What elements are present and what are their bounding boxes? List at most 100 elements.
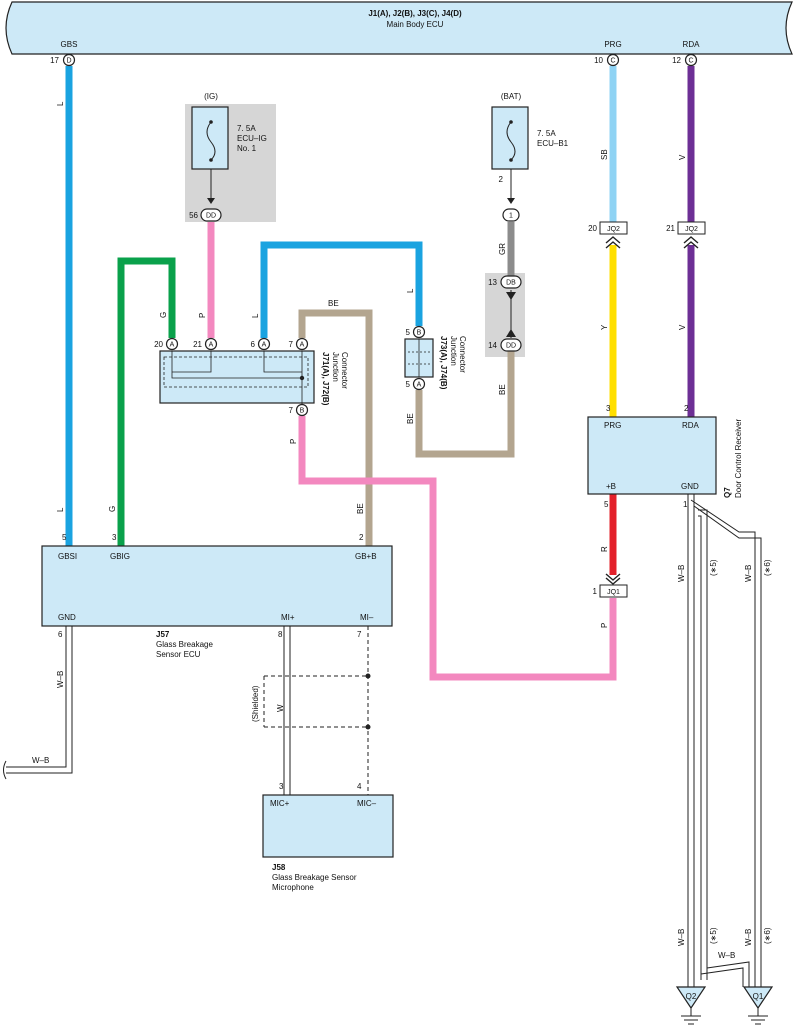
pin-gbs-conn: D bbox=[66, 58, 71, 65]
lbl-wb-5: W–B bbox=[677, 929, 686, 946]
lbl-wb-1: W–B bbox=[56, 671, 65, 688]
pin-j71-7-num: 7 bbox=[289, 340, 294, 349]
connector-jq2-prg: JQ2 20 bbox=[588, 221, 628, 249]
glass-ecu-num-gnd: 6 bbox=[58, 630, 63, 639]
lbl-shield-1: (∗5) bbox=[709, 559, 718, 576]
pin-j74-5: B 5 bbox=[406, 325, 426, 339]
junction1-name: Junction bbox=[331, 352, 340, 382]
lbl-g-2: G bbox=[108, 506, 117, 512]
wire-mi bbox=[263, 626, 369, 795]
pin-j71-20-conn: A bbox=[170, 342, 175, 349]
pin-dd-14-num: 14 bbox=[488, 341, 497, 350]
pin-j74-5-num: 5 bbox=[406, 328, 411, 337]
main-ecu-code: J1(A), J2(B), J3(C), J4(D) bbox=[368, 9, 462, 18]
junction2-code: J73(A), J74(B) bbox=[439, 336, 448, 390]
pin-j73-5-conn: A bbox=[417, 382, 422, 389]
junction2-box bbox=[404, 338, 434, 378]
door-receiver-num-prg: 3 bbox=[606, 404, 611, 413]
microphone-shielded: (Shielded) bbox=[251, 685, 260, 722]
junction1-box bbox=[159, 350, 315, 405]
db-junction bbox=[506, 290, 516, 338]
lbl-be-4: BE bbox=[498, 384, 507, 395]
door-receiver-gnd: GND bbox=[681, 482, 699, 491]
lbl-wb-7: W–B bbox=[718, 951, 735, 960]
pin-rda-conn: C bbox=[688, 58, 693, 65]
wire-l-junction bbox=[260, 241, 423, 338]
fuse-bat-supply: (BAT) bbox=[501, 92, 522, 101]
glass-ecu-num-gbsi: 5 bbox=[62, 533, 67, 542]
jq1-num: 1 bbox=[593, 587, 598, 596]
fuse-ig-name2: No. 1 bbox=[237, 144, 257, 153]
wire-p-long bbox=[298, 416, 617, 681]
pin-fuse-bat-conn: 1 bbox=[509, 213, 513, 220]
pin-gbs: D 17 bbox=[50, 53, 76, 67]
lbl-wb-2: W–B bbox=[32, 756, 49, 765]
pin-fuse-ig-conn: DD bbox=[206, 213, 216, 220]
fuse-ig bbox=[191, 106, 229, 204]
lbl-wb-4: W–B bbox=[744, 565, 753, 582]
door-receiver-num-gnd: 1 bbox=[683, 500, 688, 509]
glass-ecu-num-gbig: 3 bbox=[112, 533, 117, 542]
lbl-v-1: V bbox=[678, 154, 687, 160]
wire-wb-q2 bbox=[687, 494, 695, 987]
pin-j72-7: B 7 bbox=[289, 403, 309, 417]
lbl-shield-2: (∗6) bbox=[763, 559, 772, 576]
pin-j71-20: A 20 bbox=[154, 337, 179, 351]
connector-jq2-rda: JQ2 21 bbox=[666, 221, 706, 249]
ground-q1: Q1 bbox=[742, 986, 774, 1025]
lbl-p-2: P bbox=[289, 439, 298, 444]
lbl-shield-4: (∗6) bbox=[763, 927, 772, 944]
pin-db-13-num: 13 bbox=[488, 278, 497, 287]
glass-ecu-name2: Sensor ECU bbox=[156, 650, 201, 659]
pin-rda: C 12 bbox=[672, 53, 698, 67]
glass-ecu-name: Glass Breakage bbox=[156, 640, 213, 649]
wire-be-j73 bbox=[415, 351, 515, 458]
microphone-box bbox=[262, 794, 394, 858]
fuse-bat-pin: 2 bbox=[499, 175, 504, 184]
glass-ecu-num-mip: 8 bbox=[278, 630, 283, 639]
lbl-y: Y bbox=[600, 324, 609, 330]
pin-rda-num: 12 bbox=[672, 56, 681, 65]
shield-dot-bottom bbox=[365, 724, 371, 730]
glass-ecu-code: J57 bbox=[156, 630, 170, 639]
pin-prg-num: 10 bbox=[594, 56, 603, 65]
fuse-bat-rating: 7. 5A bbox=[537, 129, 556, 138]
gbs-label: GBS bbox=[61, 40, 78, 49]
jq1-label: JQ1 bbox=[607, 589, 620, 596]
pin-prg-conn: C bbox=[610, 58, 615, 65]
wire-wb-glass bbox=[3, 626, 73, 780]
wire-wb-q1 bbox=[690, 499, 762, 987]
pin-j73-5-num: 5 bbox=[406, 380, 411, 389]
lbl-v-2: V bbox=[678, 324, 687, 330]
lbl-be-2: BE bbox=[356, 503, 365, 514]
lbl-wb-3: W–B bbox=[677, 565, 686, 582]
pin-fuse-ig-dd: DD 56 bbox=[189, 208, 222, 222]
pin-fuse-bat-1: 1 bbox=[502, 208, 520, 222]
ground-q2-label: Q2 bbox=[686, 992, 697, 1001]
lbl-l-1: L bbox=[56, 101, 65, 106]
pin-db-13-conn: DB bbox=[506, 280, 516, 287]
door-receiver-num-rda: 2 bbox=[684, 404, 689, 413]
door-receiver-box bbox=[587, 416, 717, 495]
wire-wb-shield-left bbox=[698, 509, 708, 980]
glass-ecu-gbig: GBIG bbox=[110, 552, 130, 561]
jq2-prg-num: 20 bbox=[588, 224, 597, 233]
door-receiver-name: Door Control Receiver bbox=[734, 419, 743, 498]
prg-label: PRG bbox=[604, 40, 621, 49]
microphone-name2: Microphone bbox=[272, 883, 314, 892]
pin-j71-6-num: 6 bbox=[251, 340, 256, 349]
door-receiver-rda: RDA bbox=[682, 421, 700, 430]
pin-j71-21: A 21 bbox=[193, 337, 218, 351]
rda-label: RDA bbox=[683, 40, 701, 49]
microphone-mm: MIC– bbox=[357, 799, 377, 808]
junction1-code: J71(A), J72(B) bbox=[321, 352, 330, 406]
jq2-rda-num: 21 bbox=[666, 224, 675, 233]
fuse-bat bbox=[491, 106, 529, 204]
microphone-num-mp: 3 bbox=[279, 782, 284, 791]
door-receiver-b: +B bbox=[606, 482, 616, 491]
lbl-be-3: BE bbox=[406, 413, 415, 424]
jq2-rda-label: JQ2 bbox=[685, 226, 698, 233]
door-receiver-prg: PRG bbox=[604, 421, 621, 430]
junction2-name: Junction bbox=[449, 336, 458, 366]
